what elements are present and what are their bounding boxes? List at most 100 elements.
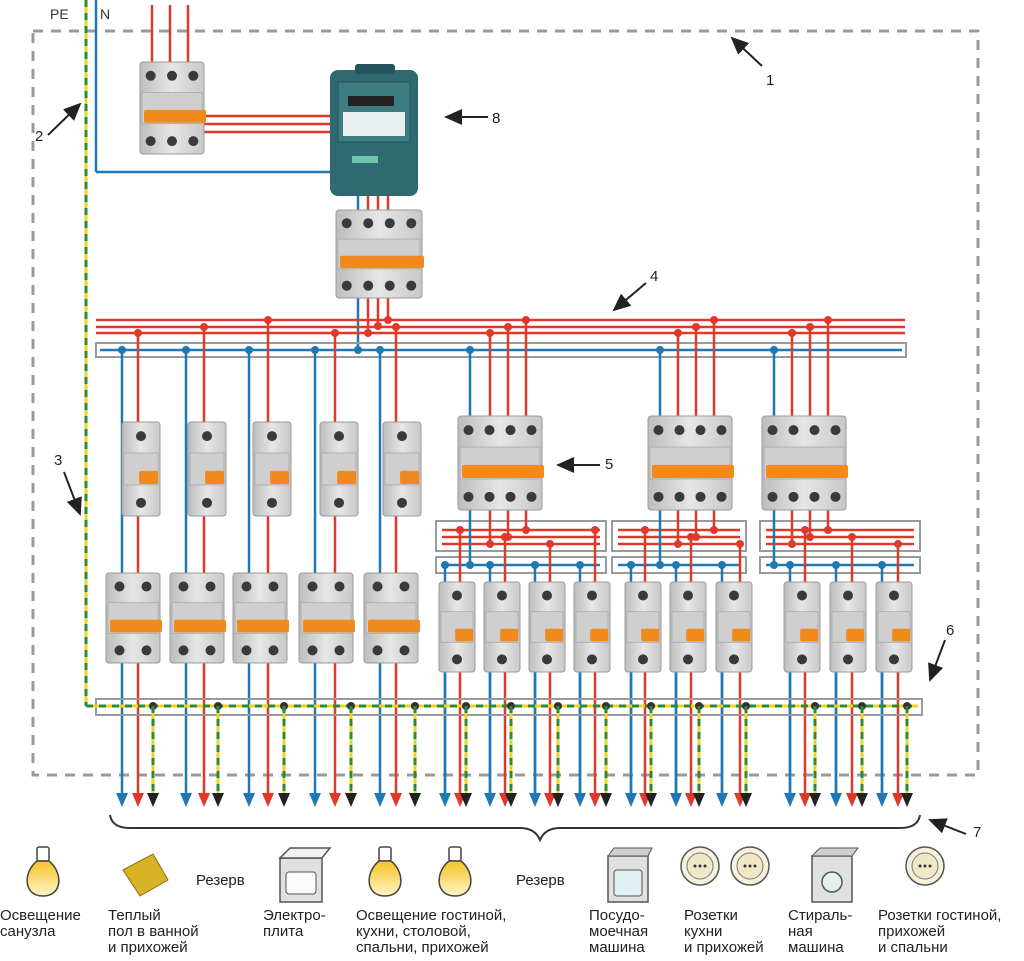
terminal-screw xyxy=(809,491,820,502)
wire-arrowhead xyxy=(693,793,705,807)
wire-arrowhead xyxy=(589,793,601,807)
socket-hole xyxy=(703,864,707,868)
wire-arrowhead xyxy=(345,793,357,807)
load-label-washing-machine: Стираль- ная машина xyxy=(788,907,853,956)
breaker-handle xyxy=(139,470,159,485)
terminal-screw xyxy=(463,425,474,436)
terminal-screw xyxy=(307,645,318,656)
light-bulb-icon xyxy=(438,846,472,897)
terminal-screw xyxy=(268,581,279,592)
wire-arrowhead xyxy=(625,793,637,807)
terminal-screw xyxy=(341,280,352,291)
terminal-screw xyxy=(729,590,739,601)
terminal-screw xyxy=(399,581,410,592)
socket-hole xyxy=(918,864,922,868)
terminal-screw xyxy=(372,581,383,592)
socket-hole xyxy=(753,864,757,868)
bulb-glass xyxy=(26,860,60,897)
mcb-single-pole xyxy=(438,581,476,673)
bulb-glass xyxy=(368,860,402,897)
terminal-screw xyxy=(526,491,537,502)
load-label-bathroom-lighting: Освещение санузла xyxy=(0,907,81,940)
junction-dot xyxy=(824,526,832,534)
terminal-screw xyxy=(397,431,407,442)
terminal-screw xyxy=(202,431,212,442)
terminal-screw xyxy=(267,431,277,442)
meter-nameplate xyxy=(343,112,405,136)
socket-hole xyxy=(923,864,927,868)
wire-arrowhead xyxy=(892,793,904,807)
terminal-screw xyxy=(334,645,345,656)
terminal-screw xyxy=(484,491,495,502)
socket-hole xyxy=(743,864,747,868)
mcb-single-pole xyxy=(382,421,422,517)
socket-hole xyxy=(928,864,932,868)
breaker-handle xyxy=(732,628,751,642)
meter-indicator xyxy=(352,156,378,163)
terminal-screw xyxy=(178,645,189,656)
stove-oven-door xyxy=(285,871,317,895)
breaker-handle xyxy=(545,628,564,642)
wire-arrowhead xyxy=(374,793,386,807)
wire-arrowhead xyxy=(460,793,472,807)
junction-dot xyxy=(486,540,494,548)
terminal-screw xyxy=(638,654,648,665)
terminal-screw xyxy=(830,491,841,502)
breaker-handle xyxy=(205,470,225,485)
wire-arrowhead xyxy=(846,793,858,807)
mcb-single-pole xyxy=(829,581,867,673)
light-bulb-icon xyxy=(26,846,60,897)
wire-arrowhead xyxy=(876,793,888,807)
callout-4: 4 xyxy=(650,268,659,285)
breaker-handle xyxy=(800,628,819,642)
sub-neutral-busbar-box xyxy=(759,556,921,574)
mcb-single-pole xyxy=(528,581,566,673)
callout-5: 5 xyxy=(605,456,614,473)
wire-arrowhead xyxy=(212,793,224,807)
terminal-screw xyxy=(188,136,199,147)
junction-dot xyxy=(384,316,392,324)
terminal-screw xyxy=(797,654,807,665)
terminal-screw xyxy=(767,491,778,502)
junction-dot xyxy=(364,329,372,337)
sub-neutral-busbar-box xyxy=(435,556,607,574)
terminal-screw xyxy=(497,654,507,665)
breaker-handle xyxy=(455,628,474,642)
terminal-screw xyxy=(674,491,685,502)
rcbo-two-pole xyxy=(232,572,289,664)
terminal-screw xyxy=(167,136,177,147)
heated-floor-icon xyxy=(122,853,169,897)
load-label-kitchen-sockets: Розетки кухни и прихожей xyxy=(684,907,764,956)
wire-arrowhead xyxy=(147,793,159,807)
terminal-screw xyxy=(716,491,727,502)
wire-arrowhead xyxy=(439,793,451,807)
terminal-screw xyxy=(241,645,252,656)
callout-1: 1 xyxy=(766,72,775,89)
junction-dot xyxy=(806,533,814,541)
junction-dot xyxy=(522,526,530,534)
terminal-screw xyxy=(526,425,537,436)
dishwasher-icon xyxy=(607,847,653,903)
wire-arrowhead xyxy=(799,793,811,807)
junction-dot xyxy=(710,526,718,534)
mcb-single-pole xyxy=(121,421,161,517)
callout-arrow-6 xyxy=(928,639,946,682)
terminal-screw xyxy=(695,425,706,436)
terminal-screw xyxy=(505,491,516,502)
light-bulb-icon xyxy=(368,846,402,897)
breaker-handle xyxy=(303,619,355,633)
mcb-single-pole xyxy=(252,421,292,517)
wire-arrowhead xyxy=(645,793,657,807)
terminal-screw xyxy=(141,645,152,656)
terminal-screw xyxy=(587,654,597,665)
n-label: N xyxy=(100,6,111,22)
terminal-screw xyxy=(830,425,841,436)
wire-arrowhead xyxy=(309,793,321,807)
breaker-handle xyxy=(846,628,865,642)
terminal-screw xyxy=(463,491,474,502)
terminal-screw xyxy=(384,218,395,229)
breaker-handle xyxy=(590,628,609,642)
terminal-screw xyxy=(136,431,146,442)
wire-arrowhead xyxy=(278,793,290,807)
